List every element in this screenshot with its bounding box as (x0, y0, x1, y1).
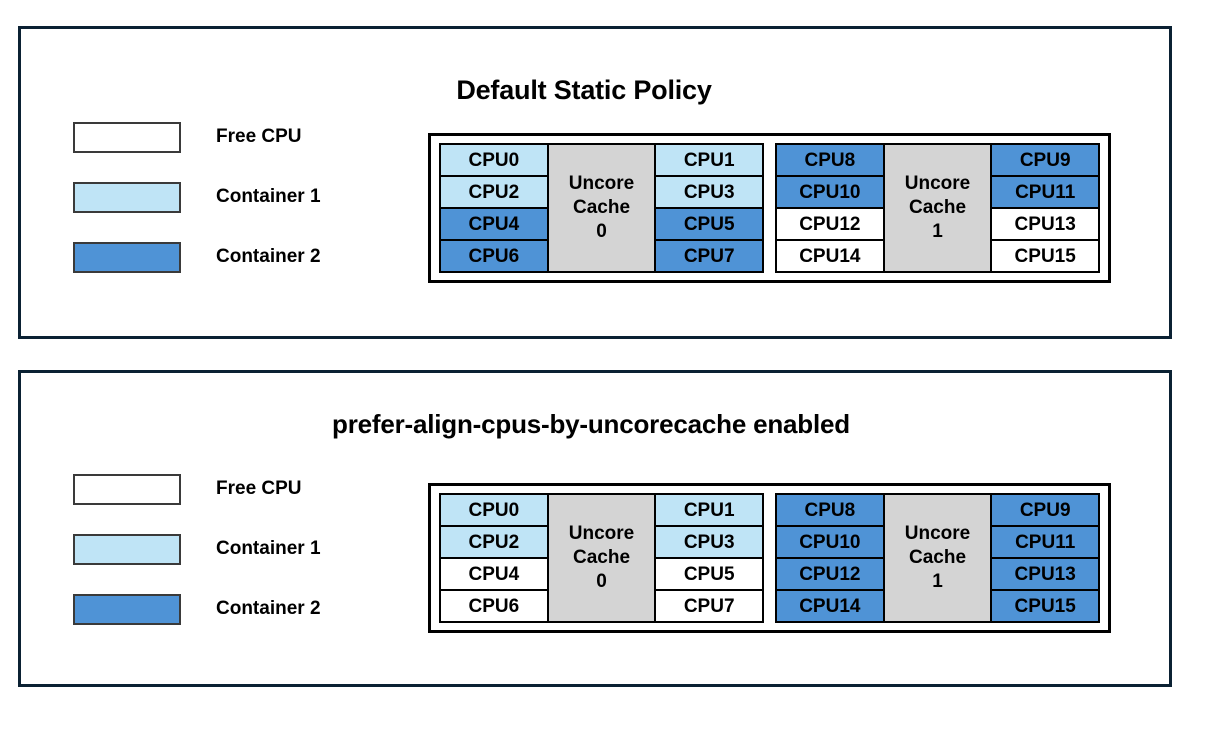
legend-label-free-cpu: Free CPU (216, 478, 302, 499)
cpu-topology-grid: CPU0 CPU2 CPU4 CPU6 Uncore Cache 0 CPU1 … (428, 483, 1111, 633)
cpu-column-left: CPU8 CPU10 CPU12 CPU14 (777, 145, 883, 271)
cpu-cell: CPU10 (777, 177, 883, 209)
panel-prefer-align-cpus-by-uncorecache: prefer-align-cpus-by-uncorecache enabled… (18, 370, 1172, 687)
uncore-cache-label: Uncore Cache 1 (882, 495, 993, 621)
cpu-cell: CPU12 (777, 559, 883, 591)
legend-swatch-container-1 (73, 533, 181, 565)
uncore-cache-index: 0 (596, 220, 607, 242)
cpu-cell: CPU9 (992, 145, 1099, 177)
legend-label-container-1: Container 1 (216, 186, 321, 207)
legend-item-container-1: Container 1 (73, 519, 321, 579)
uncore-cache-line-2: Cache (572, 547, 631, 569)
cpu-cell: CPU11 (992, 527, 1099, 559)
legend-swatch-free-cpu (73, 473, 181, 505)
legend-label-container-2: Container 2 (216, 598, 321, 619)
legend: Free CPU Container 1 Container 2 (73, 459, 321, 639)
cpu-cell: CPU1 (656, 145, 763, 177)
legend-item-free-cpu: Free CPU (73, 459, 321, 519)
cpu-column-left: CPU0 CPU2 CPU4 CPU6 (441, 495, 547, 621)
cpu-cell: CPU4 (441, 559, 547, 591)
cpu-cell: CPU11 (992, 177, 1099, 209)
uncore-cache-line-1: Uncore (568, 173, 635, 195)
legend-item-container-2: Container 2 (73, 227, 321, 287)
cpu-cell: CPU3 (656, 177, 763, 209)
legend-label-container-1: Container 1 (216, 538, 321, 559)
cpu-cell: CPU10 (777, 527, 883, 559)
cpu-cell: CPU0 (441, 145, 547, 177)
uncore-cache-group-0: CPU0 CPU2 CPU4 CPU6 Uncore Cache 0 CPU1 … (439, 493, 764, 623)
cpu-column-right: CPU1 CPU3 CPU5 CPU7 (656, 145, 763, 271)
cpu-cell: CPU6 (441, 241, 547, 271)
legend-item-container-1: Container 1 (73, 167, 321, 227)
uncore-cache-line-1: Uncore (904, 523, 971, 545)
cpu-cell: CPU9 (992, 495, 1099, 527)
cpu-cell: CPU13 (992, 559, 1099, 591)
page-title: Default Static Policy (456, 75, 712, 105)
cpu-cell: CPU13 (992, 209, 1099, 241)
panel-default-static-policy: Default Static Policy Free CPU Container… (18, 26, 1172, 339)
legend-swatch-free-cpu (73, 121, 181, 153)
cpu-cell: CPU0 (441, 495, 547, 527)
uncore-cache-label: Uncore Cache 0 (546, 145, 657, 271)
cpu-cell: CPU14 (777, 241, 883, 271)
cpu-cell: CPU7 (656, 591, 763, 621)
uncore-cache-line-2: Cache (908, 547, 967, 569)
cpu-cell: CPU6 (441, 591, 547, 621)
uncore-cache-group-0: CPU0 CPU2 CPU4 CPU6 Uncore Cache 0 CPU1 … (439, 143, 764, 273)
cpu-cell: CPU14 (777, 591, 883, 621)
legend: Free CPU Container 1 Container 2 (73, 107, 321, 287)
uncore-cache-line-1: Uncore (568, 523, 635, 545)
page-title: prefer-align-cpus-by-uncorecache enabled (332, 409, 850, 439)
uncore-cache-index: 1 (932, 220, 943, 242)
cpu-topology-grid: CPU0 CPU2 CPU4 CPU6 Uncore Cache 0 CPU1 … (428, 133, 1111, 283)
cpu-column-right: CPU9 CPU11 CPU13 CPU15 (992, 495, 1099, 621)
legend-item-free-cpu: Free CPU (73, 107, 321, 167)
legend-swatch-container-1 (73, 181, 181, 213)
cpu-column-right: CPU9 CPU11 CPU13 CPU15 (992, 145, 1099, 271)
cpu-cell: CPU1 (656, 495, 763, 527)
cpu-cell: CPU4 (441, 209, 547, 241)
cpu-column-right: CPU1 CPU3 CPU5 CPU7 (656, 495, 763, 621)
uncore-cache-index: 0 (596, 570, 607, 592)
legend-label-free-cpu: Free CPU (216, 126, 302, 147)
cpu-cell: CPU5 (656, 209, 763, 241)
legend-swatch-container-2 (73, 241, 181, 273)
legend-item-container-2: Container 2 (73, 579, 321, 639)
uncore-cache-index: 1 (932, 570, 943, 592)
cpu-cell: CPU2 (441, 527, 547, 559)
uncore-cache-line-2: Cache (908, 197, 967, 219)
cpu-cell: CPU8 (777, 145, 883, 177)
uncore-cache-group-1: CPU8 CPU10 CPU12 CPU14 Uncore Cache 1 CP… (775, 143, 1100, 273)
cpu-cell: CPU12 (777, 209, 883, 241)
cpu-cell: CPU15 (992, 591, 1099, 621)
legend-swatch-container-2 (73, 593, 181, 625)
cpu-cell: CPU8 (777, 495, 883, 527)
uncore-cache-label: Uncore Cache 0 (546, 495, 657, 621)
uncore-cache-group-1: CPU8 CPU10 CPU12 CPU14 Uncore Cache 1 CP… (775, 493, 1100, 623)
cpu-cell: CPU3 (656, 527, 763, 559)
uncore-cache-line-2: Cache (572, 197, 631, 219)
cpu-cell: CPU2 (441, 177, 547, 209)
uncore-cache-line-1: Uncore (904, 173, 971, 195)
cpu-cell: CPU15 (992, 241, 1099, 271)
cpu-column-left: CPU0 CPU2 CPU4 CPU6 (441, 145, 547, 271)
cpu-cell: CPU5 (656, 559, 763, 591)
uncore-cache-label: Uncore Cache 1 (882, 145, 993, 271)
cpu-cell: CPU7 (656, 241, 763, 271)
legend-label-container-2: Container 2 (216, 246, 321, 267)
cpu-column-left: CPU8 CPU10 CPU12 CPU14 (777, 495, 883, 621)
